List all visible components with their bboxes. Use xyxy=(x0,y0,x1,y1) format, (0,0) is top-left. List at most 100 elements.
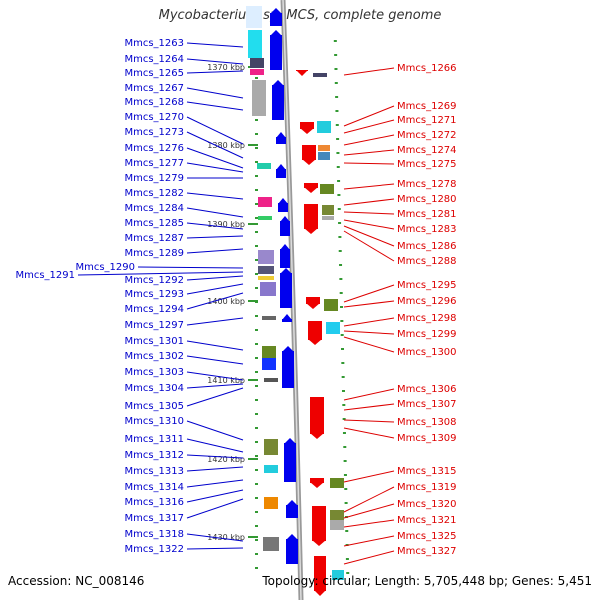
gene-box-forward xyxy=(264,439,278,455)
forward-gene-arrow-body xyxy=(272,85,284,120)
track-tick-left xyxy=(255,357,258,359)
gene-label-forward: Mmcs_1310 xyxy=(124,416,184,427)
gene-box-forward xyxy=(264,497,278,509)
left-leader-line xyxy=(186,222,244,230)
reverse-gene-arrow-head xyxy=(296,70,308,76)
forward-gene-arrow-body xyxy=(280,249,290,268)
left-leader-line xyxy=(186,466,244,472)
gene-box-reverse xyxy=(330,478,344,488)
left-leader-line xyxy=(186,340,244,351)
right-leader-line xyxy=(343,519,395,528)
kbp-label: 1370 kbp xyxy=(207,63,245,72)
track-tick-right xyxy=(339,278,343,280)
gene-box-reverse xyxy=(318,145,330,151)
track-tick-right xyxy=(337,208,341,210)
reverse-gene-arrow-body xyxy=(300,122,314,129)
track-tick-right xyxy=(335,110,339,112)
right-leader-line xyxy=(343,198,395,206)
left-leader-line xyxy=(137,266,244,269)
forward-gene-arrow-head xyxy=(276,132,286,138)
forward-gene-arrow-body xyxy=(286,539,298,564)
track-tick-left xyxy=(255,511,258,513)
left-leader-line xyxy=(186,207,244,218)
right-leader-line xyxy=(343,183,395,190)
track-tick-right xyxy=(343,474,347,476)
gene-box-reverse xyxy=(326,322,340,334)
gene-label-reverse: Mmcs_1288 xyxy=(397,256,457,267)
track-tick-right xyxy=(337,194,341,196)
gene-label-reverse: Mmcs_1321 xyxy=(397,515,457,526)
forward-gene-arrow-head xyxy=(270,30,282,36)
track-tick-right xyxy=(334,54,338,56)
track-tick-left xyxy=(255,329,258,331)
reverse-gene-arrow-head xyxy=(302,159,316,165)
gene-label-reverse: Mmcs_1315 xyxy=(397,466,457,477)
track-tick-left xyxy=(255,539,258,541)
track-tick-left xyxy=(255,203,258,205)
gene-label-reverse: Mmcs_1275 xyxy=(397,159,457,170)
gene-box-forward xyxy=(258,266,274,274)
kbp-tick xyxy=(248,379,258,381)
track-tick-left xyxy=(255,245,258,247)
gene-label-forward: Mmcs_1265 xyxy=(124,68,184,79)
kbp-label: 1430 kbp xyxy=(207,533,245,542)
track-tick-right xyxy=(341,376,345,378)
track-tick-left xyxy=(255,133,258,135)
track-tick-right xyxy=(344,488,348,490)
right-leader-line xyxy=(343,336,395,353)
left-leader-line xyxy=(186,192,244,200)
forward-gene-arrow-head xyxy=(286,534,298,540)
track-tick-right xyxy=(339,292,343,294)
gene-label-forward: Mmcs_1267 xyxy=(124,83,184,94)
kbp-tick xyxy=(248,536,258,538)
track-tick-right xyxy=(336,138,340,140)
gene-label-reverse: Mmcs_1319 xyxy=(397,482,457,493)
track-tick-left xyxy=(255,315,258,317)
gene-box-reverse xyxy=(313,73,327,77)
gene-label-forward: Mmcs_1312 xyxy=(124,450,184,461)
track-tick-right xyxy=(343,460,347,462)
track-tick-right xyxy=(342,418,346,420)
left-leader-line xyxy=(186,283,244,295)
forward-gene-arrow-body xyxy=(280,221,290,236)
gene-label-forward: Mmcs_1291 xyxy=(15,270,75,281)
gene-label-reverse: Mmcs_1295 xyxy=(397,280,457,291)
right-leader-line xyxy=(343,105,395,127)
gene-box-forward xyxy=(262,358,276,370)
topology-text: Topology: circular; Length: 5,705,448 bp… xyxy=(262,574,592,588)
reverse-gene-arrow-body xyxy=(308,321,322,340)
genome-backbone-highlight xyxy=(282,0,302,600)
track-tick-right xyxy=(333,40,337,42)
track-tick-left xyxy=(255,455,258,457)
gene-label-forward: Mmcs_1301 xyxy=(124,336,184,347)
forward-gene-arrow-head xyxy=(282,346,294,352)
right-leader-line xyxy=(343,134,395,146)
track-tick-right xyxy=(334,82,338,84)
gene-label-reverse: Mmcs_1286 xyxy=(397,241,457,252)
gene-label-reverse: Mmcs_1307 xyxy=(397,399,457,410)
track-tick-right xyxy=(336,152,340,154)
gene-label-reverse: Mmcs_1308 xyxy=(397,417,457,428)
forward-gene-arrow-head xyxy=(272,80,284,86)
right-leader-line xyxy=(343,388,395,401)
gene-box-forward xyxy=(262,346,276,358)
gene-label-reverse: Mmcs_1306 xyxy=(397,384,457,395)
gene-label-forward: Mmcs_1303 xyxy=(124,367,184,378)
track-tick-left xyxy=(255,525,258,527)
gene-label-reverse: Mmcs_1271 xyxy=(397,115,457,126)
track-tick-left xyxy=(255,427,258,429)
gene-box-reverse xyxy=(330,510,344,520)
left-leader-line xyxy=(186,533,244,542)
track-tick-left xyxy=(255,371,258,373)
left-leader-line xyxy=(186,371,244,381)
reverse-gene-arrow-body xyxy=(312,506,326,541)
reverse-gene-arrow-body xyxy=(304,183,318,188)
track-tick-right xyxy=(345,558,349,560)
track-tick-right xyxy=(344,502,348,504)
forward-gene-arrow-head xyxy=(280,216,290,222)
forward-gene-arrow-head xyxy=(282,314,292,320)
kbp-label: 1380 kbp xyxy=(207,141,245,150)
gene-box-forward xyxy=(262,316,276,320)
left-leader-line xyxy=(186,498,244,519)
track-tick-left xyxy=(255,259,258,261)
